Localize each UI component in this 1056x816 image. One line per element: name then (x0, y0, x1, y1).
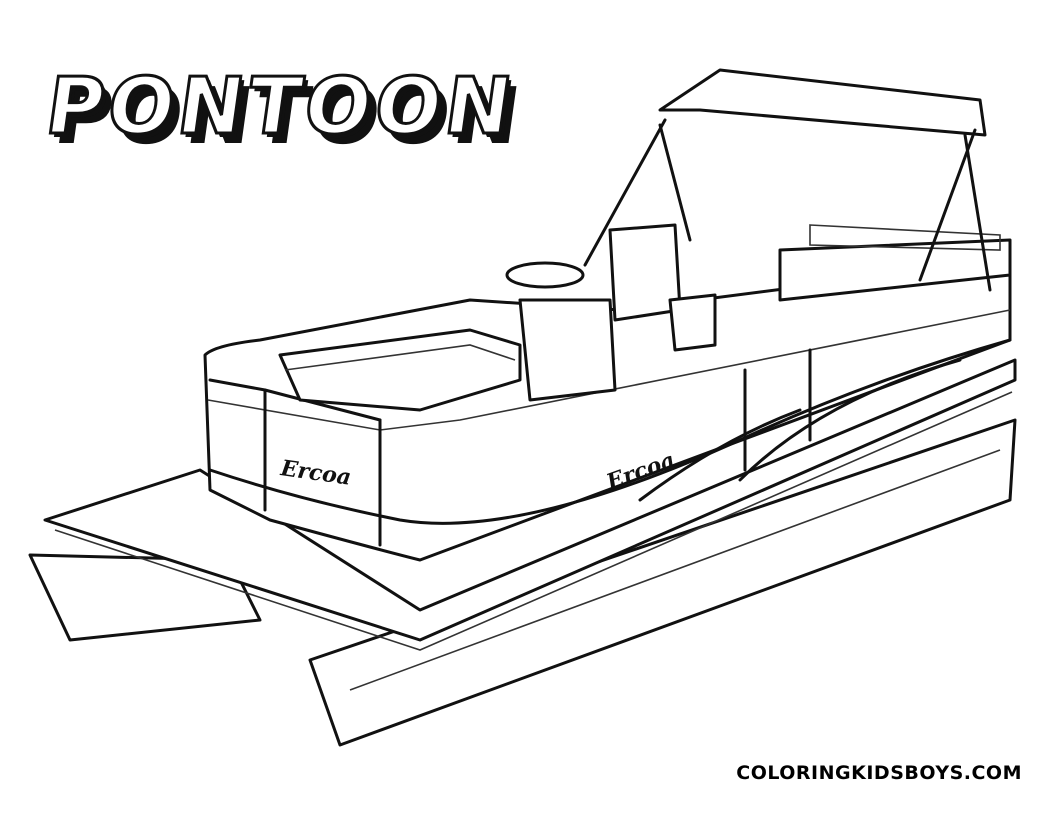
svg-text:PONTOON: PONTOON (49, 71, 530, 162)
title-pontoon: PONTOON PONTOON PONTOON (39, 60, 530, 162)
hull-fence (203, 258, 1012, 562)
front-seat (278, 328, 522, 412)
console (518, 298, 617, 402)
watermark: COLORINGKIDSBOYS.COM (736, 762, 1022, 784)
svg-text:PONTOON: PONTOON (41, 61, 522, 152)
deck (43, 358, 1017, 642)
pontoons (28, 418, 1017, 747)
railings (208, 348, 812, 547)
svg-text:PONTOON: PONTOON (44, 65, 525, 156)
bimini-top (583, 68, 992, 292)
